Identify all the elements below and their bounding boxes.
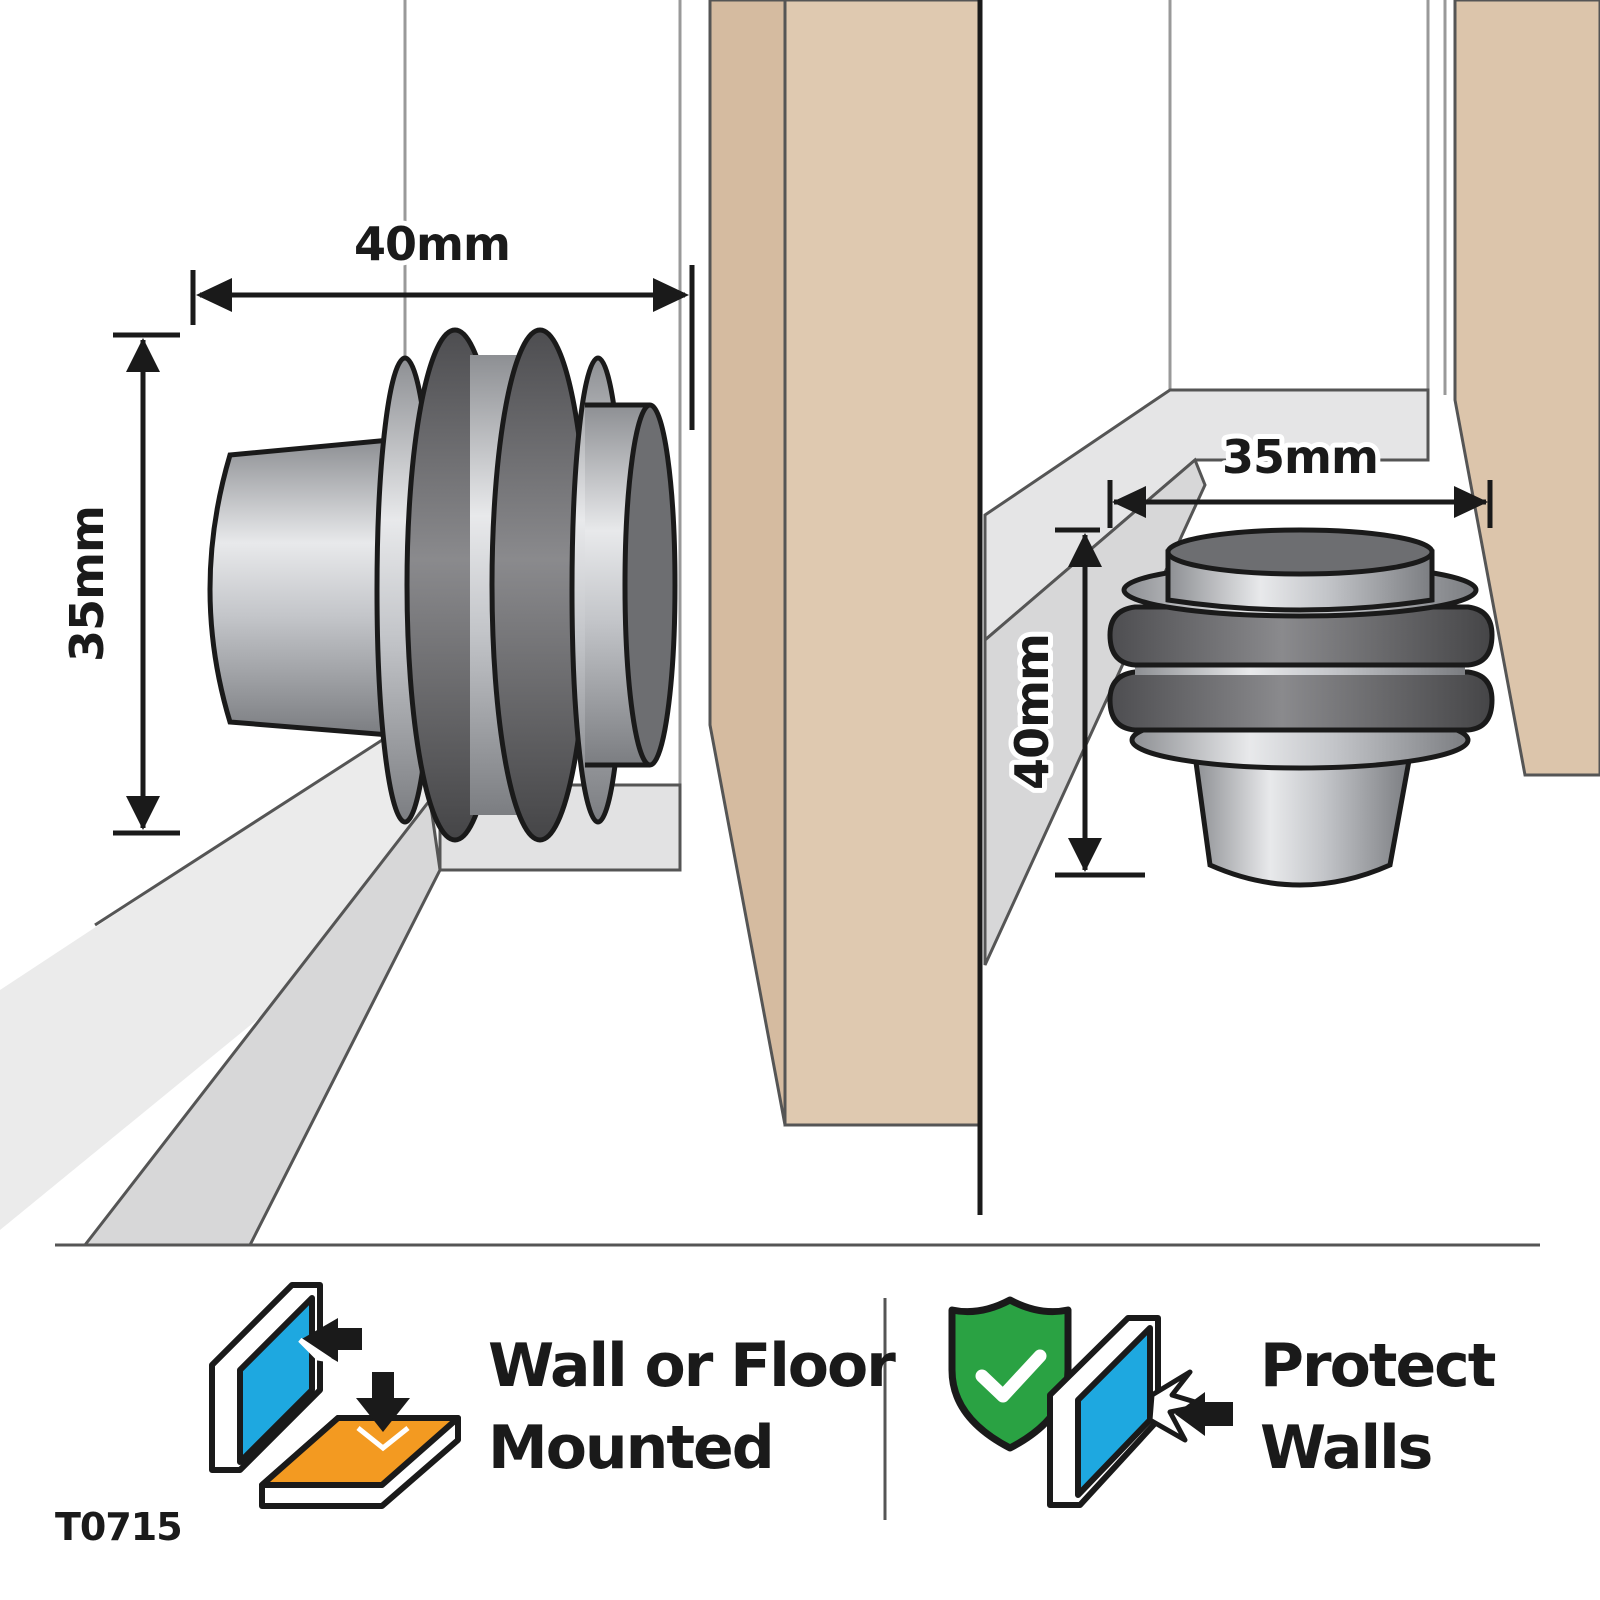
- door-edge: [708, 0, 787, 1126]
- door-panel-right: [1453, 0, 1600, 777]
- floor-stop-base: [1192, 752, 1413, 888]
- door-stop-side-view: [207, 327, 678, 843]
- protect-wall-icon: [1047, 1315, 1233, 1508]
- floor-edge-line: [94, 733, 391, 927]
- floor-rubber-ring-1: [1107, 669, 1495, 733]
- height-dimension-left: 35mm: [55, 332, 180, 836]
- wall-floor-mount-icon: [209, 1282, 461, 1509]
- feature-2-line-1: Protect: [1260, 1331, 1496, 1401]
- feature-1-line-1: Wall or Floor: [488, 1331, 896, 1401]
- stop-base: [207, 437, 393, 738]
- floor-stop-cap-top: [1165, 527, 1435, 577]
- door-panel: [783, 0, 982, 1127]
- stop-cap-face: [622, 402, 678, 768]
- height-dimension-right: 40mm: [1000, 527, 1145, 878]
- width-label-left: 40mm: [354, 217, 510, 271]
- product-code: T0715: [55, 1505, 182, 1549]
- floor-strip-light: [0, 740, 440, 1230]
- feature-2-line-2: Walls: [1260, 1413, 1431, 1483]
- right-scene: 35mm 40mm: [983, 0, 1600, 966]
- feature-1-line-2: Mounted: [488, 1413, 773, 1483]
- width-dimension-right: 35mm: [1107, 425, 1493, 528]
- width-label-right: 35mm: [1222, 430, 1378, 484]
- height-label-left: 35mm: [60, 506, 114, 662]
- shield-check-icon: [948, 1296, 1072, 1452]
- left-scene: 40mm 35mm: [0, 0, 983, 1247]
- height-label-right: 40mm: [1005, 634, 1059, 790]
- floor-rubber-ring-2: [1107, 604, 1495, 668]
- width-dimension-left: 40mm: [190, 212, 695, 430]
- door-stop-floor-view: [1107, 527, 1495, 888]
